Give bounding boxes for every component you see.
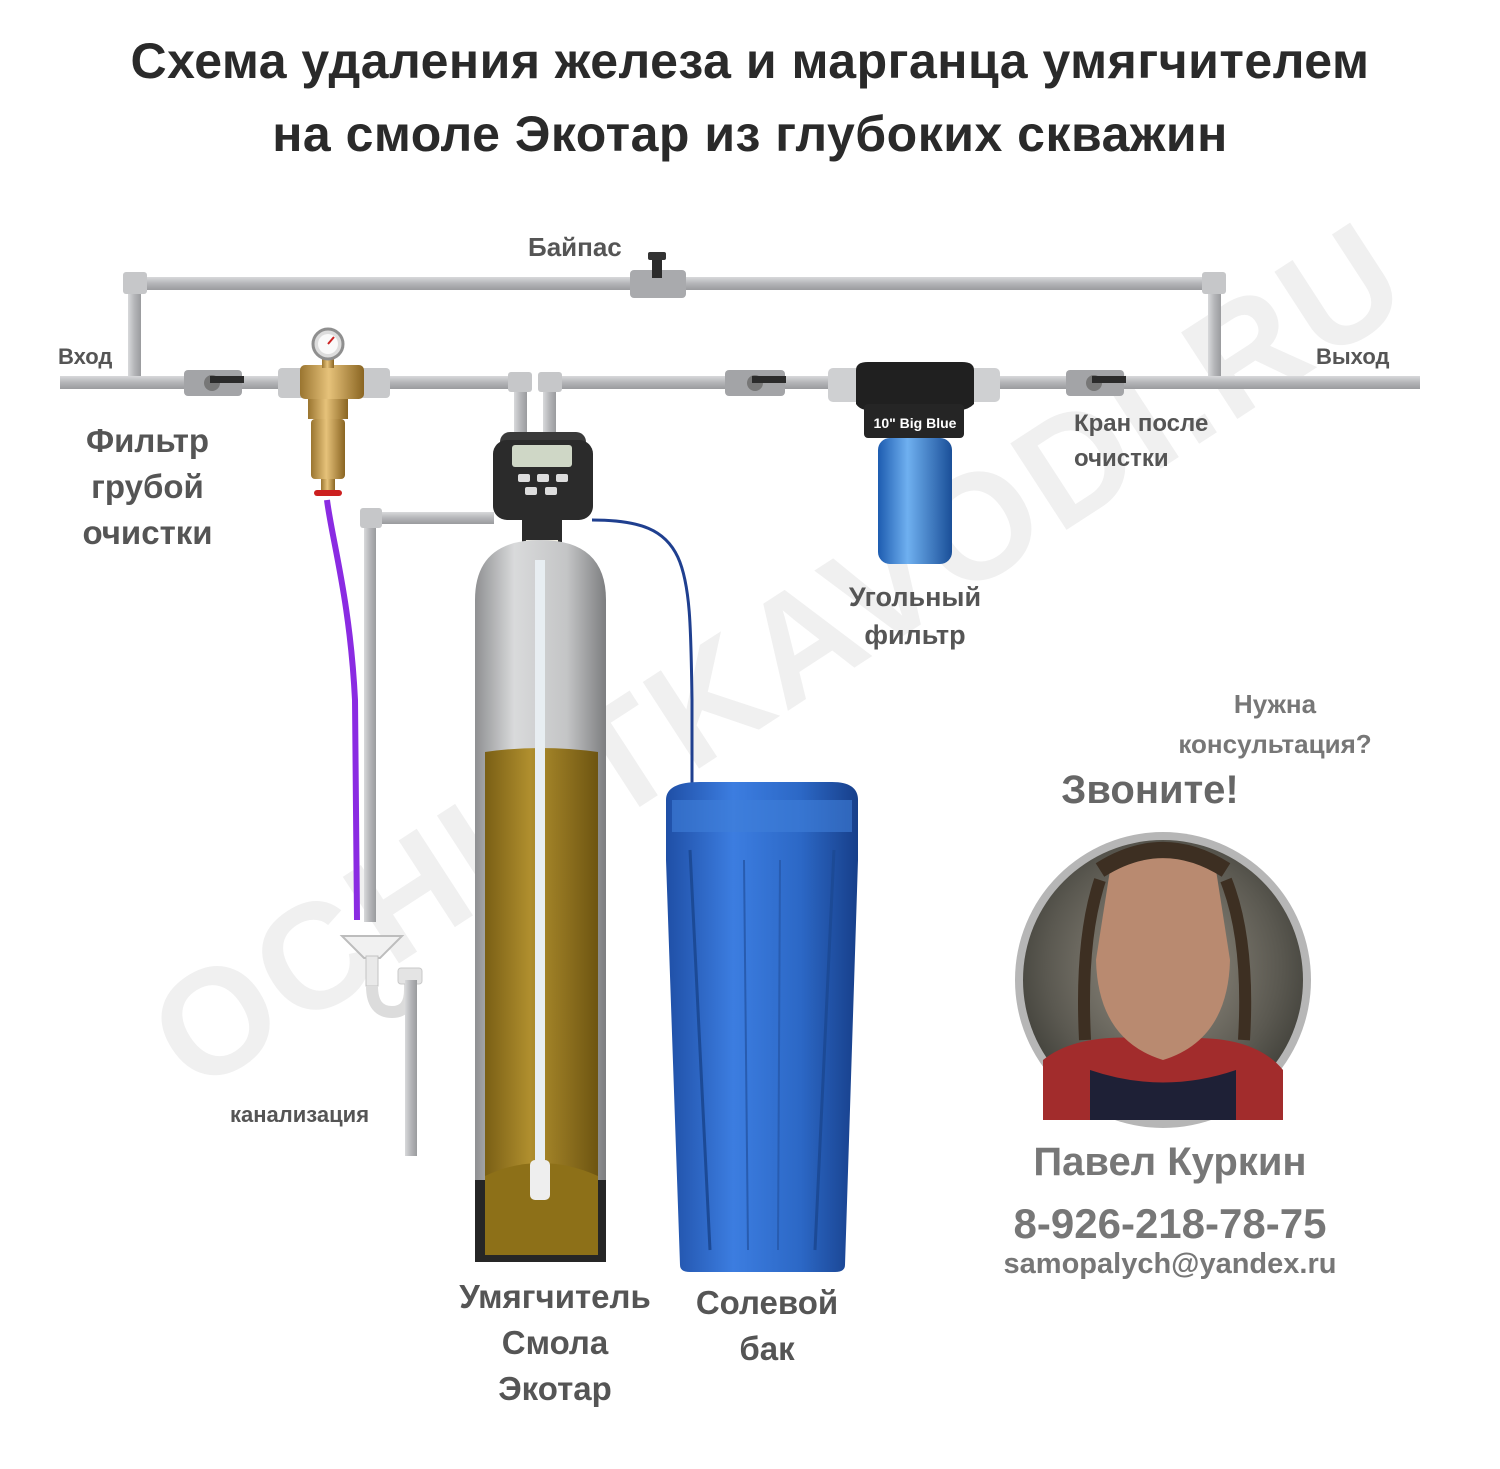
softener-tank — [475, 540, 606, 1262]
softener-label-line2: Смола — [440, 1320, 670, 1366]
brine-tank — [666, 782, 858, 1272]
coarse-filter-label-line1: Фильтр — [60, 418, 235, 464]
softener-label-line1: Умягчитель — [440, 1274, 670, 1320]
consultation-line2: консультация? — [1130, 724, 1420, 764]
carbon-filter-label-line2: фильтр — [830, 616, 1000, 654]
tap-after-label-line2: очистки — [1074, 441, 1208, 476]
coarse-filter-label-line3: очистки — [60, 510, 235, 556]
valve-before-carbon — [725, 370, 786, 396]
bypass-label: Байпас — [528, 232, 622, 263]
carbon-filter: 10" Big Blue — [828, 362, 1000, 564]
tap-after-cleaning — [1066, 370, 1126, 396]
drain-hose — [327, 500, 357, 920]
drain-label: канализация — [230, 1102, 369, 1128]
contact-email[interactable]: samopalych@yandex.ru — [950, 1248, 1390, 1281]
brine-tank-label: Солевой бак — [682, 1280, 852, 1372]
coarse-filter-label-line2: грубой — [60, 464, 235, 510]
inlet-valve — [184, 370, 244, 396]
outlet-label: Выход — [1316, 344, 1389, 370]
tap-after-label-line1: Кран после — [1074, 406, 1208, 441]
big-blue-label: 10" Big Blue — [874, 415, 957, 431]
contact-name: Павел Куркин — [970, 1140, 1370, 1185]
brine-line — [592, 520, 692, 785]
coarse-filter-label: Фильтр грубой очистки — [60, 418, 235, 556]
softener-label-line3: Экотар — [440, 1366, 670, 1412]
brine-tank-label-line2: бак — [682, 1326, 852, 1372]
carbon-filter-label: Угольный фильтр — [830, 578, 1000, 654]
avatar — [1015, 832, 1311, 1128]
consultation-line1: Нужна — [1130, 684, 1420, 724]
contact-phone[interactable]: 8-926-218-78-75 — [950, 1200, 1390, 1248]
consultation-question: Нужна консультация? — [1130, 684, 1420, 764]
call-label: Звоните! — [1020, 768, 1280, 813]
brine-tank-label-line1: Солевой — [682, 1280, 852, 1326]
coarse-filter — [278, 329, 390, 496]
bypass-valve — [630, 252, 686, 298]
carbon-filter-label-line1: Угольный — [830, 578, 1000, 616]
drain-pipe — [360, 508, 494, 922]
softener-label: Умягчитель Смола Экотар — [440, 1274, 670, 1412]
inlet-label: Вход — [58, 344, 112, 370]
tap-after-label: Кран после очистки — [1074, 406, 1208, 476]
